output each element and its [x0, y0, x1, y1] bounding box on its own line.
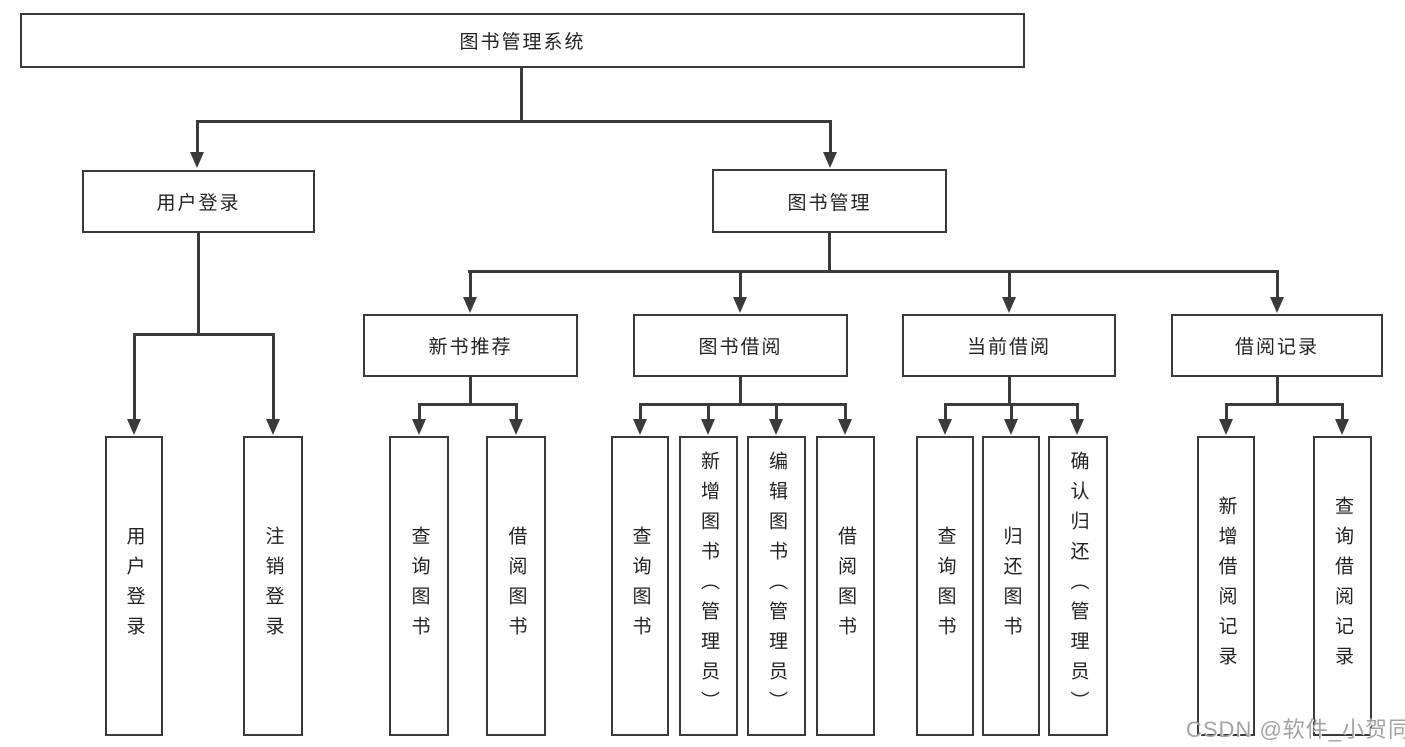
leaf-logout-label: 注销登录 [262, 526, 284, 646]
leaf-bb-add-books-admin: 新增图书（管理员） [679, 436, 738, 736]
connector-vline [739, 270, 742, 298]
leaf-cb-confirm-return-admin: 确认归还（管理员） [1048, 436, 1108, 736]
leaf-cb-return-books: 归还图书 [982, 436, 1040, 736]
leaf-nb-query-books: 查询图书 [389, 436, 449, 736]
node-new-book-recommend: 新书推荐 [363, 314, 578, 377]
connector-vline [707, 403, 710, 420]
arrow-down-icon [1335, 419, 1349, 435]
arrow-down-icon [938, 419, 952, 435]
arrow-down-icon [1004, 419, 1018, 435]
arrow-down-icon [1219, 419, 1233, 435]
connector-vline [418, 403, 421, 420]
leaf-nb-borrow-books: 借阅图书 [486, 436, 546, 736]
connector-vline [1008, 270, 1011, 298]
node-book-borrow-label: 图书借阅 [698, 337, 783, 358]
leaf-user-login-label: 用户登录 [123, 526, 145, 646]
arrow-down-icon [701, 419, 715, 435]
leaf-bb-edit-books-admin-label: 编辑图书（管理员） [766, 451, 787, 721]
connector-vline [829, 120, 832, 153]
leaf-logout: 注销登录 [243, 436, 303, 736]
connector-vline [1276, 377, 1279, 405]
arrow-down-icon [823, 152, 837, 168]
leaf-cb-query-books: 查询图书 [916, 436, 974, 736]
arrow-down-icon [412, 419, 426, 435]
arrow-down-icon [266, 419, 280, 435]
connector-vline [469, 377, 472, 405]
connector-vline [1010, 403, 1013, 420]
leaf-nb-borrow-books-label: 借阅图书 [505, 526, 527, 646]
node-root: 图书管理系统 [20, 13, 1025, 68]
node-root-label: 图书管理系统 [459, 32, 586, 53]
arrow-down-icon [1270, 297, 1284, 313]
leaf-cb-query-books-label: 查询图书 [934, 526, 956, 646]
leaf-br-add-record: 新增借阅记录 [1197, 436, 1255, 736]
connector-vline [133, 333, 136, 420]
arrow-down-icon [633, 419, 647, 435]
connector-vline [196, 120, 199, 153]
node-book-management-label: 图书管理 [787, 192, 872, 214]
connector-vline [844, 403, 847, 420]
connector-vline [197, 233, 200, 335]
connector-vline [639, 403, 642, 420]
leaf-cb-return-books-label: 归还图书 [1000, 526, 1022, 646]
node-current-borrow-label: 当前借阅 [966, 337, 1051, 358]
arrow-down-icon [127, 419, 141, 435]
arrow-down-icon [769, 419, 783, 435]
leaf-bb-borrow-books-label: 借阅图书 [835, 526, 856, 646]
connector-vline [828, 233, 831, 273]
connector-vline [1341, 403, 1344, 420]
connector-hline [418, 403, 518, 406]
node-user-login: 用户登录 [82, 170, 315, 233]
leaf-user-login: 用户登录 [105, 436, 163, 736]
leaf-br-query-record-label: 查询借阅记录 [1332, 496, 1353, 676]
leaf-bb-add-books-admin-label: 新增图书（管理员） [698, 451, 719, 721]
connector-vline [1276, 270, 1279, 298]
arrow-down-icon [509, 419, 523, 435]
leaf-bb-query-books-label: 查询图书 [629, 526, 651, 646]
connector-hline [1225, 403, 1344, 406]
node-book-management: 图书管理 [712, 169, 947, 233]
arrow-down-icon [838, 419, 852, 435]
leaf-br-add-record-label: 新增借阅记录 [1215, 496, 1237, 676]
arrow-down-icon [1070, 419, 1084, 435]
leaf-bb-query-books: 查询图书 [611, 436, 669, 736]
connector-vline [1008, 377, 1011, 405]
leaf-cb-confirm-return-admin-label: 确认归还（管理员） [1067, 451, 1089, 721]
node-current-borrow: 当前借阅 [902, 314, 1116, 377]
leaf-nb-query-books-label: 查询图书 [408, 526, 430, 646]
connector-vline [272, 333, 275, 420]
connector-vline [775, 403, 778, 420]
connector-vline [469, 270, 472, 298]
node-user-login-label: 用户登录 [156, 193, 241, 214]
connector-hline [639, 403, 846, 406]
arrow-down-icon [733, 297, 747, 313]
connector-hline [196, 120, 832, 123]
leaf-br-query-record: 查询借阅记录 [1313, 436, 1372, 736]
connector-vline [520, 68, 523, 121]
arrow-down-icon [190, 152, 204, 168]
arrow-down-icon [1002, 297, 1016, 313]
node-new-book-recommend-label: 新书推荐 [428, 337, 513, 358]
node-borrow-records-label: 借阅记录 [1234, 337, 1319, 358]
csdn-watermark: CSDN @软件_小贺同学 [1186, 717, 1405, 742]
connector-vline [944, 403, 947, 420]
connector-vline [515, 403, 518, 420]
connector-hline [133, 333, 275, 336]
connector-hline [468, 270, 1279, 273]
connector-vline [739, 377, 742, 405]
connector-vline [1225, 403, 1228, 420]
node-book-borrow: 图书借阅 [633, 314, 848, 377]
leaf-bb-borrow-books: 借阅图书 [816, 436, 875, 736]
node-borrow-records: 借阅记录 [1171, 314, 1383, 377]
leaf-bb-edit-books-admin: 编辑图书（管理员） [747, 436, 806, 736]
connector-vline [1076, 403, 1079, 420]
arrow-down-icon [463, 297, 477, 313]
